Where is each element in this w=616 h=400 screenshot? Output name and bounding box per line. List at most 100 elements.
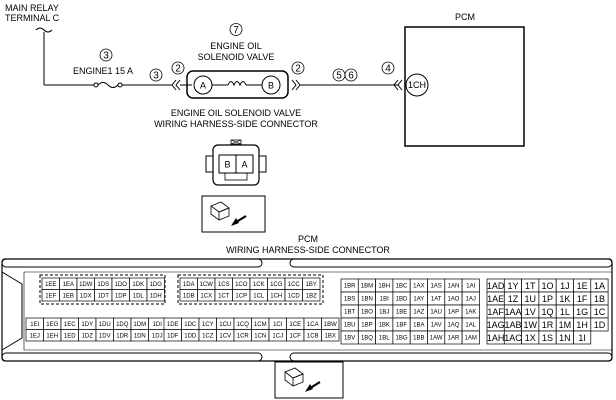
pcm-pin-label: 1BK [379, 323, 390, 329]
pcm-pin-label: 1BW [324, 322, 337, 328]
connector-chevron-right [291, 79, 301, 91]
pcm-pin-label: 1EH [46, 333, 58, 339]
pcm-pin-label: 1BO [361, 310, 373, 316]
pcm-pin-label: 1DH [150, 293, 162, 299]
pcm-pin-label: 1BF [396, 323, 407, 329]
pcm-pin-label: 1DN [134, 333, 146, 339]
pcm-pin-label: 1AR [448, 336, 460, 342]
pcm-pin-label: 1DL [133, 293, 145, 299]
pcm-pin-label: 1BZ [306, 293, 317, 299]
pcm-conn-label-2: WIRING HARNESS-SIDE CONNECTOR [226, 245, 390, 255]
pcm-pin-label: 1M [559, 320, 572, 330]
pcm-pin-label: 1CA [307, 322, 319, 328]
main-relay-label-1: MAIN RELAY [5, 3, 59, 13]
pcm-pin-label: 1BE [396, 310, 407, 316]
conn-pin-b-label: B [224, 160, 230, 170]
pcm-pin-label: 1CH [270, 293, 282, 299]
pcm-pin-cell [590, 317, 609, 332]
pcm-pin-label: 1BM [361, 284, 373, 290]
view-direction-icon-2 [274, 361, 344, 399]
pcm-pin-label: 1DZ [82, 333, 94, 339]
pcm-pin-label: 1F [577, 294, 588, 304]
pcm-pin-label: 1BL [379, 336, 390, 342]
pcm-pin-label: 1DR [116, 333, 129, 339]
pcm-pin-label: 1P [542, 294, 553, 304]
pcm-pin-label: 1CK [253, 282, 265, 288]
pcm-pin-label: 1V [525, 307, 536, 317]
fuse-terminal-left [93, 82, 99, 88]
pcm-pin-label: 1CP [235, 293, 247, 299]
pcm-pin-label: 1CR [237, 333, 250, 339]
pcm-pin-label: 1CL [253, 293, 265, 299]
callout-2a [171, 61, 185, 75]
valve-pin-b-label: B [268, 81, 274, 91]
pcm-pin-label: 1EJ [30, 333, 40, 339]
pcm-pin-label: 1CS [218, 282, 230, 288]
main-relay-label-2: TERMINAL C [5, 13, 60, 23]
pcm-pin-label: 1AM [465, 336, 477, 342]
pcm-label: PCM [455, 12, 475, 22]
pcm-pin-label: 1I [578, 333, 586, 343]
pcm-pin-label: 1DD [184, 333, 197, 339]
callout-4-text: 4 [385, 64, 391, 75]
pcm-pin-label: 1DE [167, 322, 179, 328]
callout-7-text: 7 [233, 25, 239, 36]
pcm-pin-label: 1EC [64, 322, 76, 328]
coil-icon [227, 81, 247, 87]
pcm-pin-label: 1N [559, 333, 571, 343]
pcm-pin-label: 1CT [218, 293, 230, 299]
pcm-pin-label: 1CM [254, 322, 267, 328]
pcm-pin-label: 1CY [202, 322, 214, 328]
pcm-pin-label: 1CZ [202, 333, 214, 339]
pcm-pin-label: 1AT [431, 297, 442, 303]
pcm-pin-cell [321, 329, 340, 342]
pcm-pin-label: 1BR [344, 284, 356, 290]
pcm-pin-label: 1G [576, 307, 588, 317]
pcm-pin-label: 1DP [115, 293, 127, 299]
terminal-symbol [35, 27, 53, 33]
pcm-pin-label: 1DF [167, 333, 179, 339]
pcm-pin-label: 1DW [79, 282, 93, 288]
pcm-pin-label: 1AK [465, 310, 476, 316]
pcm-pin-label: 1AS [430, 284, 441, 290]
pcm-pin-label: 1AF [487, 307, 504, 317]
pcm-pin-label: 1AG [487, 320, 505, 330]
callout-6-text: 6 [348, 71, 354, 82]
pcm-pin-label: 1DC [184, 322, 197, 328]
pcm-pin-label: 1BG [396, 336, 408, 342]
pcm-pin-label: 1BD [396, 297, 408, 303]
pcm-pin-label: 1CN [254, 333, 266, 339]
valve-pin-b [261, 75, 281, 95]
callout-3b [149, 68, 163, 82]
callout-6 [344, 68, 358, 82]
pcm-pin-label: 1W [524, 320, 538, 330]
pcm-pin-cell [461, 330, 480, 345]
pcm-pin-label: 1BY [306, 282, 317, 288]
pcm-pin-label: 1DJ [152, 333, 163, 339]
callout-2a-text: 2 [175, 64, 181, 75]
harness-label-2: WIRING HARNESS-SIDE CONNECTOR [154, 119, 318, 129]
fuse-label: ENGINE1 15 A [73, 66, 133, 76]
pcm-pin-label: 1CB [307, 333, 319, 339]
pcm-pin-label: 1BA [413, 323, 424, 329]
pcm-pin-label: 1H [576, 320, 588, 330]
callout-2b [291, 61, 305, 75]
pcm-pin-label: 1AU [430, 310, 442, 316]
pcm-pin-label: 1CO [235, 282, 248, 288]
pcm-pin-label: 1BS [344, 297, 355, 303]
pcm-pin-label: 1DQ [116, 322, 129, 328]
valve-label-1: ENGINE OIL [210, 41, 262, 51]
pcm-pin-label: 1AV [431, 323, 442, 329]
pcm-pin-label: 1CG [270, 282, 283, 288]
pcm-pin-label: 1CV [219, 333, 231, 339]
pcm-pin-label: 1K [559, 294, 570, 304]
pcm-pin-label: 1AA [504, 307, 521, 317]
pcm-pin-label: 1CC [288, 282, 301, 288]
pcm-pin-label: 1AC [504, 333, 522, 343]
pcm-pin-label: 1EE [45, 282, 56, 288]
callout-5-text: 5 [336, 71, 342, 82]
pcm-pin-label: 1BX [325, 333, 336, 339]
pcm-pin-label: 1EB [63, 293, 74, 299]
